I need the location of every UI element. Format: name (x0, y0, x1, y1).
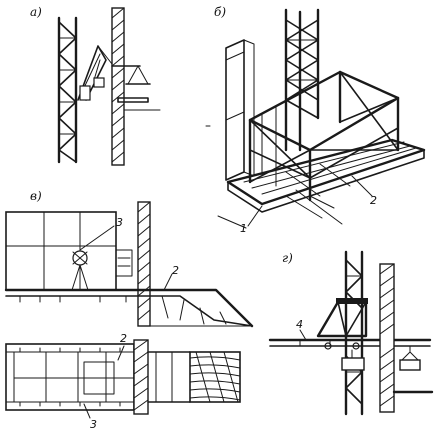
panel-g-label: г) (282, 251, 293, 265)
panel-v-wall-upper (137, 201, 151, 327)
callout-2-text: 2 (370, 194, 377, 207)
panel-b-cage (248, 70, 400, 202)
panel-v-plan (5, 339, 241, 415)
callout-1-text: 1 (240, 222, 247, 235)
panel-b-callout-2: 2 (351, 175, 377, 207)
panel-b-platform (226, 138, 426, 213)
panel-b-rails (205, 125, 343, 229)
callout-4-text: 4 (296, 318, 303, 331)
panel-g-callout-4: 4 (296, 318, 307, 341)
panel-v-callout-2-bottom: 2 (117, 332, 127, 361)
callout-2-top-text: 2 (172, 264, 179, 277)
panel-v-callout-3-bottom: 3 (83, 403, 97, 431)
panel-a-wall (111, 7, 125, 166)
panel-a: а) (30, 5, 161, 166)
callout-3-top-text: 3 (116, 216, 123, 229)
panel-b: б) (205, 5, 426, 235)
panel-g-wall (379, 263, 434, 413)
panel-b-mast (284, 8, 320, 152)
callout-3-bottom-text: 3 (90, 418, 97, 431)
panel-g-beam (268, 338, 432, 347)
panel-v-ramp (4, 288, 254, 328)
panel-a-mast (57, 16, 78, 164)
panel-g: г) (268, 250, 434, 416)
panel-v-callout-3-top: 3 (79, 216, 123, 251)
panel-v-callout-2-top: 2 (163, 264, 179, 291)
panel-b-label: б) (214, 5, 226, 19)
callout-2-bottom-text: 2 (120, 332, 127, 345)
panel-g-loads (341, 345, 421, 371)
panel-a-jib (77, 45, 113, 101)
panel-v-cabin-elevation (5, 211, 133, 291)
panel-a-label: а) (30, 5, 42, 19)
panel-v-label: в) (30, 189, 42, 203)
panel-b-callout-1: 1 (240, 205, 263, 235)
panel-a-outrigger (111, 65, 161, 111)
panel-v: в) (4, 189, 254, 431)
